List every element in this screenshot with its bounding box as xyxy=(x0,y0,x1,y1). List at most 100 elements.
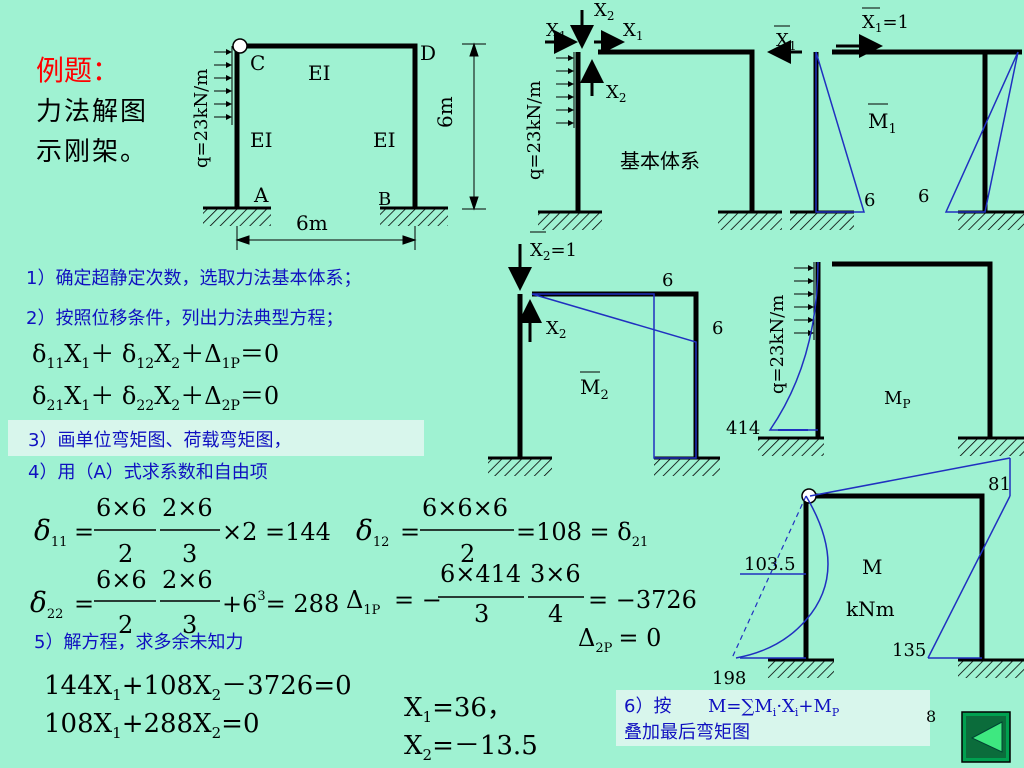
problem-line-2: 示刚架。 xyxy=(36,137,148,167)
play-back-icon xyxy=(970,721,1003,753)
D2P-formula: Δ2P= 0 xyxy=(578,624,661,656)
X2-top: X2 xyxy=(594,0,614,23)
d11-result: ×2 =144 xyxy=(222,518,331,546)
step-6-formula: M=∑Mi·Xi+MP xyxy=(708,696,840,719)
D1P-num2: 3×6 xyxy=(530,560,581,588)
d12-den: 2 xyxy=(460,540,475,568)
final-value-135: 135 xyxy=(892,640,926,661)
mp-value-414: 414 xyxy=(726,418,760,439)
step-2: 2）按照位移条件，列出力法典型方程； xyxy=(26,308,343,329)
m1-diagram: X1 X1=1 M1 6 6 xyxy=(767,7,1024,230)
m1-right-moment xyxy=(944,51,1019,213)
D1P-den1: 3 xyxy=(474,600,489,628)
slide-title: 例题： xyxy=(36,54,120,87)
X1-left: X1 xyxy=(546,20,566,43)
steps: 1）确定超静定次数，选取力法基本体系； 2）按照位移条件，列出力法典型方程； 3… xyxy=(8,268,424,653)
final-unit: kNm xyxy=(846,597,895,621)
node-C: C xyxy=(250,51,265,75)
width-label: 6m xyxy=(296,211,328,235)
final-value-103: 103.5 xyxy=(744,554,796,575)
m2-value-right: 6 xyxy=(712,318,723,339)
coefficient-formulas: δ11 = 6×6 2 2×6 3 ×2 =144 δ12 = 6×6×6 2 … xyxy=(30,494,697,656)
d22-num2: 2×6 xyxy=(162,566,213,594)
D1P-eq: = − xyxy=(394,586,442,614)
m1-X1-left: X1 xyxy=(776,30,796,53)
EI-left: EI xyxy=(250,128,273,152)
m2-value-top: 6 xyxy=(662,270,673,291)
d12-symbol: δ12 xyxy=(356,514,389,550)
X1-right: X1 xyxy=(623,20,643,43)
basic-load-arrows xyxy=(556,52,575,128)
d22-den2: 3 xyxy=(182,611,197,639)
m1-label: M1 xyxy=(868,109,897,137)
equation-1: δ11X1＋ δ12X2＋Δ1P＝0 xyxy=(32,340,279,372)
basic-system-label: 基本体系 xyxy=(620,149,700,173)
m2-X2: X2 xyxy=(546,318,566,341)
m2-moment xyxy=(531,293,697,459)
basic-system: q=23kN/m X1 X2 X1 X2 基本体系 xyxy=(524,0,782,230)
mp-label: MP xyxy=(884,388,911,411)
svg-text:=: = xyxy=(400,518,420,546)
step-4: 4）用（A）式求系数和自由项 xyxy=(28,462,268,483)
step-5: 5）解方程，求多余未知力 xyxy=(34,632,243,653)
EI-right: EI xyxy=(373,128,396,152)
solve-eq-2: 108X1+288X2=0 xyxy=(44,709,259,742)
d22-num1: 6×6 xyxy=(96,566,147,594)
X2-bottom: X2 xyxy=(606,82,626,105)
page-number: 8 xyxy=(926,707,936,726)
mp-load-arrows xyxy=(794,262,815,340)
d11-num1: 6×6 xyxy=(96,494,147,522)
support-A xyxy=(203,208,271,226)
mp-diagram: q=23kN/m 414 MP xyxy=(726,261,1024,456)
m2-unit-force: X2=1 xyxy=(530,240,577,263)
d11-den1: 2 xyxy=(118,540,133,568)
height-dimension xyxy=(462,42,486,211)
m2-diagram: X2=1 X2 M2 6 6 xyxy=(488,231,723,476)
width-dimension xyxy=(235,226,417,250)
D1P-num1: 6×414 xyxy=(440,560,521,588)
solve-eq-1: 144X1+108X2－3726=0 xyxy=(44,671,352,704)
hinge-C xyxy=(232,38,248,54)
final-value-198: 198 xyxy=(712,668,746,689)
canonical-equations: δ11X1＋ δ12X2＋Δ1P＝0 δ21X1＋ δ22X2＋Δ2P＝0 xyxy=(32,340,279,414)
step-6-lead: 6）按 xyxy=(624,696,671,717)
d11-symbol: δ11 xyxy=(34,514,67,550)
distributed-load-arrows xyxy=(214,46,233,125)
step-1: 1）确定超静定次数，选取力法基本体系； xyxy=(26,268,361,289)
original-frame: q=23kN/m C D A B EI EI EI 6m 6m xyxy=(191,38,486,250)
height-label: 6m xyxy=(433,96,457,128)
d11-den2: 3 xyxy=(182,540,197,568)
d11-num2: 2×6 xyxy=(162,494,213,522)
next-slide-button[interactable] xyxy=(961,711,1011,763)
support-B xyxy=(380,208,448,226)
m1-unit-force: X1=1 xyxy=(862,12,909,35)
step-6-box: 6）按 M=∑Mi·Xi+MP 叠加最后弯矩图 xyxy=(616,690,930,746)
title-block: 例题： 力法解图 示刚架。 xyxy=(36,54,148,167)
svg-text:=: = xyxy=(74,590,94,618)
load-label: q=23kN/m xyxy=(191,69,212,168)
frame-members xyxy=(234,43,418,208)
m2-label: M2 xyxy=(580,375,609,403)
m1-value-left: 6 xyxy=(864,190,875,211)
final-hinge xyxy=(801,488,817,504)
final-label-M: M xyxy=(862,555,882,579)
step-3: 3）画单位弯矩图、荷载弯矩图， xyxy=(28,430,291,451)
mp-load-label: q=23kN/m xyxy=(767,295,788,394)
d22-den1: 2 xyxy=(118,611,133,639)
final-value-81: 81 xyxy=(988,474,1011,495)
D1P-den2: 4 xyxy=(548,600,563,628)
final-frame xyxy=(803,493,985,660)
equation-2: δ21X1＋ δ22X2＋Δ2P＝0 xyxy=(32,382,279,414)
final-m-diagram: 81 103.5 M kNm 135 198 xyxy=(712,457,1024,689)
svg-text:=: = xyxy=(74,518,94,546)
step-6-text: 叠加最后弯矩图 xyxy=(624,722,750,743)
node-A: A xyxy=(253,183,269,207)
m1-left-moment xyxy=(815,51,866,213)
d22-result: +63= 288 xyxy=(222,589,339,618)
EI-beam: EI xyxy=(308,61,331,85)
d12-num: 6×6×6 xyxy=(422,494,508,522)
d12-result: =108 = δ21 xyxy=(516,518,648,550)
D1P-result: = −3726 xyxy=(588,586,697,614)
solution-X2: X2=－13.5 xyxy=(404,731,538,764)
basic-load-label: q=23kN/m xyxy=(524,81,545,180)
